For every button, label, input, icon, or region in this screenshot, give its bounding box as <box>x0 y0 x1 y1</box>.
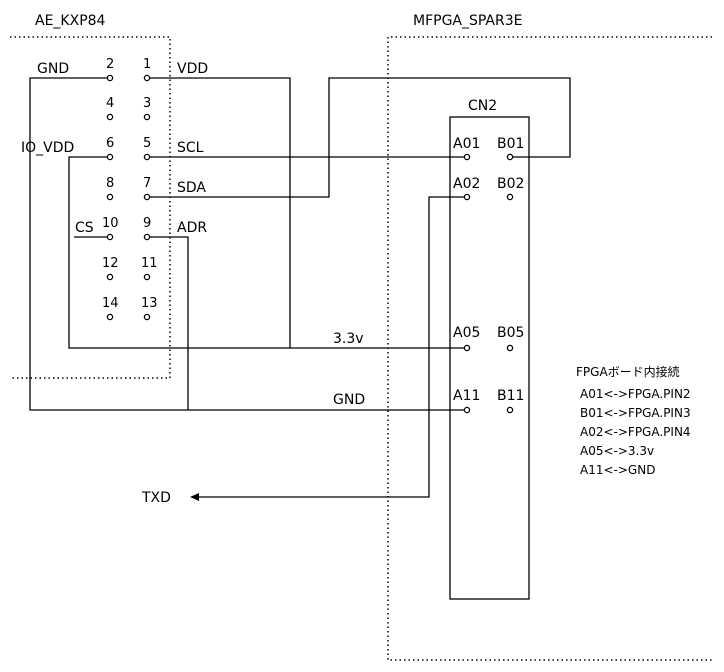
pin-number: 11 <box>141 256 158 271</box>
notes-line: A11<->GND <box>580 463 655 477</box>
pin-dot <box>106 273 114 281</box>
cn2-label: CN2 <box>468 98 497 114</box>
pin-dot <box>106 193 114 201</box>
pin-dot <box>106 113 114 121</box>
pin-dot <box>506 406 514 414</box>
connector-pin-label: A01 <box>453 136 480 152</box>
adr-label: ADR <box>177 220 207 236</box>
sda-label: SDA <box>177 180 206 196</box>
pin-dot <box>143 193 151 201</box>
pin-number: 9 <box>143 216 151 231</box>
gnd-label: GND <box>37 61 69 77</box>
pin-dot <box>106 233 114 241</box>
pin-number: 1 <box>143 57 151 72</box>
cn2-connector-body <box>449 116 530 600</box>
pin-dot <box>106 313 114 321</box>
pin-dot <box>143 74 151 82</box>
vdd-label: VDD <box>177 61 208 77</box>
pin-number: 14 <box>102 296 119 311</box>
gnd-net-label: GND <box>333 392 365 408</box>
vdd-wire <box>68 77 291 349</box>
io-vdd-label: IO_VDD <box>21 140 74 156</box>
adr-wire <box>147 236 189 410</box>
connector-pin-label: B02 <box>497 176 524 192</box>
pin-number: 5 <box>143 136 151 151</box>
notes-line: A02<->FPGA.PIN4 <box>580 425 691 439</box>
pin-dot <box>463 344 471 352</box>
cs-label: CS <box>75 220 94 236</box>
fpga-board-title: MFPGA_SPAR3E <box>413 13 523 29</box>
pin-dot <box>463 193 471 201</box>
pin-number: 7 <box>143 176 151 191</box>
sensor-module-title: AE_KXP84 <box>35 13 106 29</box>
notes-line: A01<->FPGA.PIN2 <box>580 387 691 401</box>
pin-dot <box>506 153 514 161</box>
pin-dot <box>143 113 151 121</box>
pin-number: 3 <box>143 96 151 111</box>
pin-number: 6 <box>106 136 114 151</box>
pin-number: 10 <box>102 216 119 231</box>
connector-pin-label: B01 <box>497 136 524 152</box>
pin-dot <box>106 153 114 161</box>
pin-dot <box>143 153 151 161</box>
connector-pin-dots <box>463 153 514 414</box>
sensor-pin-dots <box>106 74 151 321</box>
txd-net-label: TXD <box>141 490 171 506</box>
notes-line: B01<->FPGA.PIN3 <box>580 406 691 420</box>
pin-number: 12 <box>102 256 119 271</box>
pin-dot <box>143 273 151 281</box>
notes-title: FPGAボード内接続 <box>576 364 680 379</box>
connector-pin-label: B11 <box>497 388 524 404</box>
connector-pin-label: A11 <box>453 388 480 404</box>
pin-dot <box>463 406 471 414</box>
connector-pin-label: A02 <box>453 176 480 192</box>
pin-dot <box>143 313 151 321</box>
pin-dot <box>143 233 151 241</box>
pin-dot <box>463 153 471 161</box>
txd-wire <box>196 196 467 498</box>
pin-dot <box>506 193 514 201</box>
notes-line: A05<->3.3v <box>580 444 654 458</box>
sda-wire <box>147 77 571 198</box>
connector-pin-label: A05 <box>453 325 480 341</box>
pin-number: 4 <box>106 96 114 111</box>
sensor-module-outline <box>10 36 171 379</box>
wires <box>29 77 571 501</box>
connector-pin-label: B05 <box>497 325 524 341</box>
pin-number: 8 <box>106 176 114 191</box>
pin-dot <box>506 344 514 352</box>
txd-arrow-icon <box>190 493 199 501</box>
gnd-wire <box>29 77 467 411</box>
fpga-internal-notes: FPGAボード内接続 A01<->FPGA.PIN2 B01<->FPGA.PI… <box>576 364 691 477</box>
scl-label: SCL <box>177 140 204 156</box>
pin-dot <box>106 74 114 82</box>
v33-net-label: 3.3v <box>333 331 364 347</box>
pin-number: 13 <box>141 296 158 311</box>
pin-number: 2 <box>106 57 114 72</box>
